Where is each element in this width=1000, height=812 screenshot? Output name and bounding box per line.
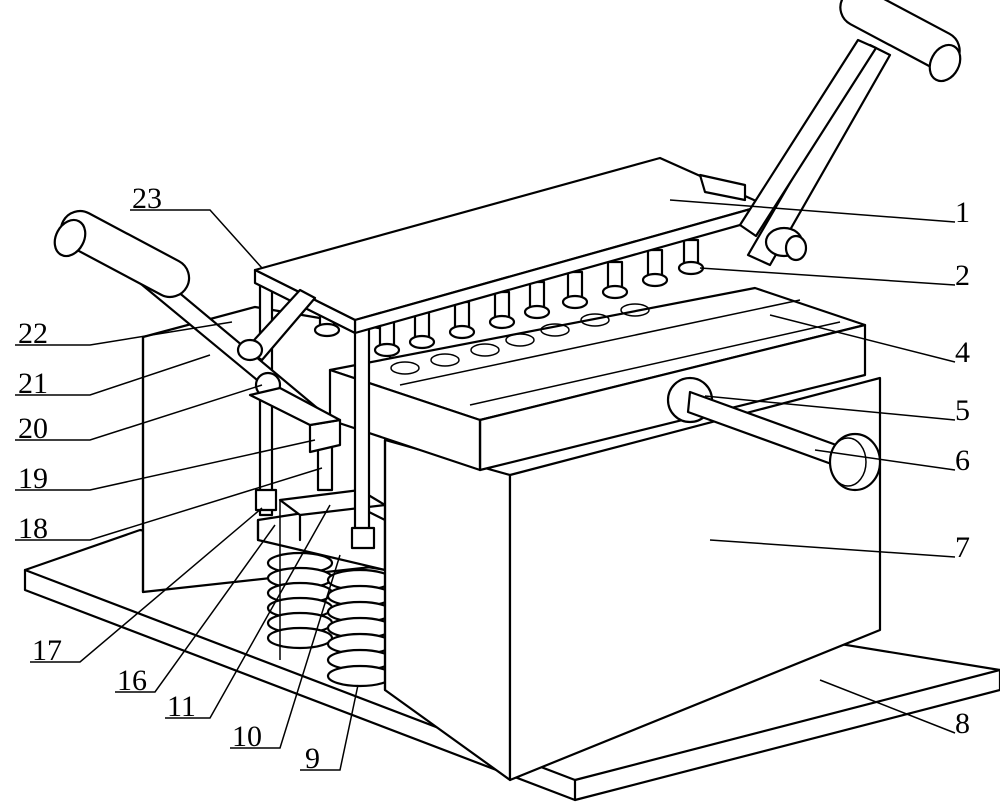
right-handle xyxy=(738,0,962,267)
springs xyxy=(266,551,394,688)
label-4: 4 xyxy=(955,336,970,369)
label-23: 23 xyxy=(132,182,162,215)
label-22: 22 xyxy=(18,317,48,350)
label-21: 21 xyxy=(18,367,48,400)
label-19: 19 xyxy=(18,462,48,495)
label-11: 11 xyxy=(167,690,196,723)
spring-left xyxy=(266,551,334,650)
label-1: 1 xyxy=(955,196,970,229)
label-10: 10 xyxy=(232,720,262,753)
label-9: 9 xyxy=(305,742,320,775)
main-tank xyxy=(383,376,882,782)
label-17: 17 xyxy=(32,634,62,667)
label-18: 18 xyxy=(18,512,48,545)
tray-holes xyxy=(390,303,650,375)
part-labels: 1 2 4 5 6 7 8 9 10 11 16 17 18 19 20 21 … xyxy=(18,182,970,775)
label-20: 20 xyxy=(18,412,48,445)
left-handle xyxy=(53,209,342,454)
label-7: 7 xyxy=(955,531,970,564)
piston-rods xyxy=(313,238,705,358)
label-2: 2 xyxy=(955,259,970,292)
label-8: 8 xyxy=(955,707,970,740)
leader-lines xyxy=(15,199,956,771)
label-6: 6 xyxy=(955,444,970,477)
spring-right xyxy=(326,568,394,688)
side-crank xyxy=(666,376,882,492)
label-5: 5 xyxy=(955,394,970,427)
label-16: 16 xyxy=(117,664,147,697)
